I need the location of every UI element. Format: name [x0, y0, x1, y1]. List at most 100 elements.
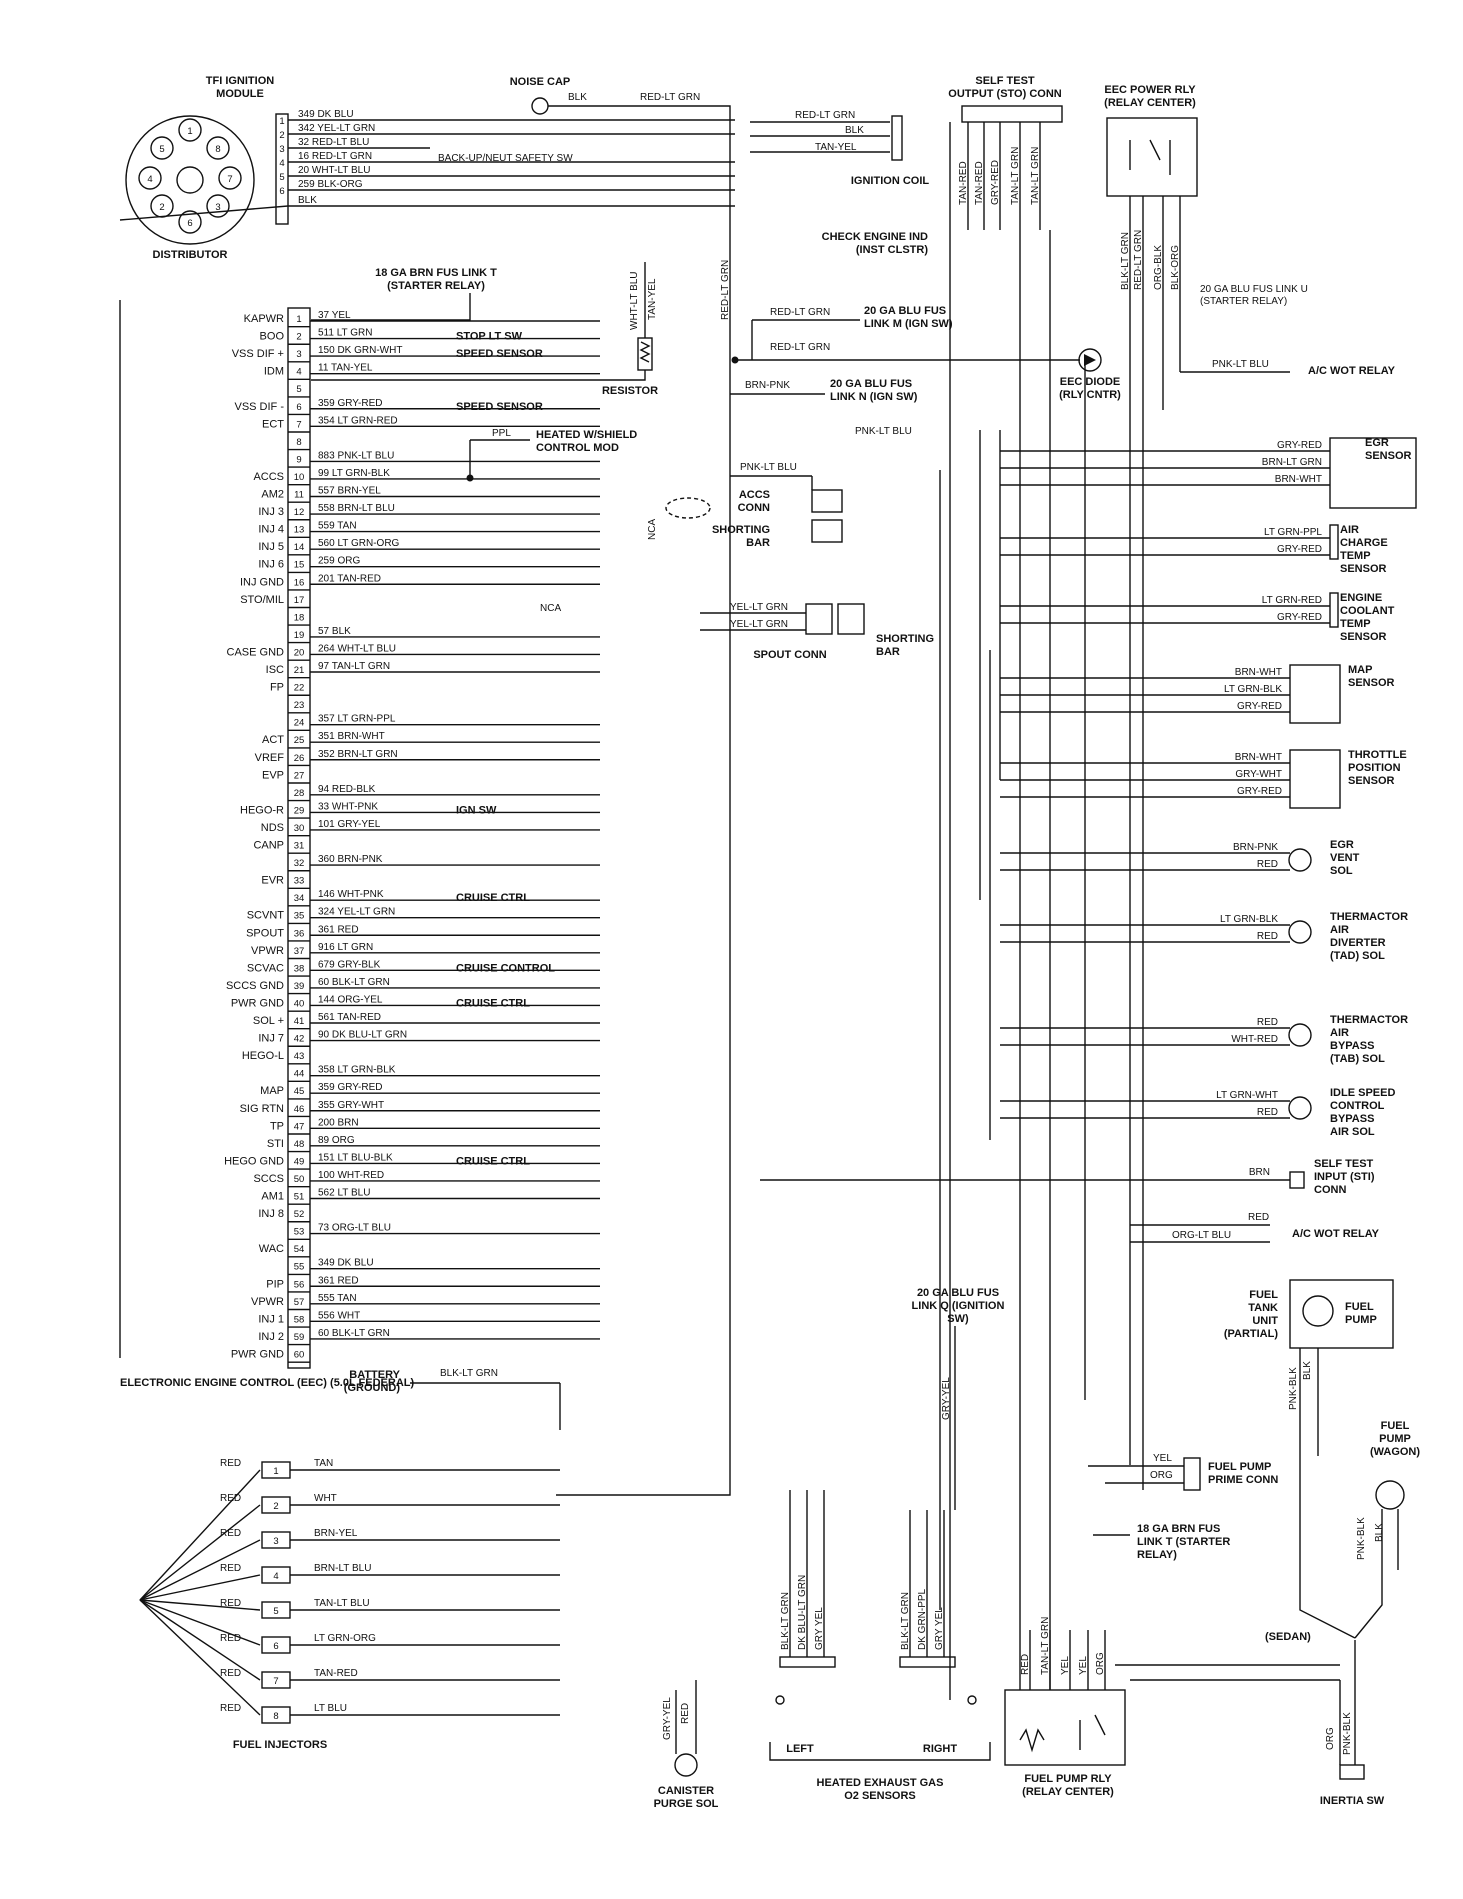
eec-pin-wire-label: 555 TAN: [318, 1293, 357, 1304]
eec-pin-number: 40: [294, 998, 305, 1009]
eec-pin-number: 27: [294, 770, 305, 781]
eec-pin-signal: INJ 4: [258, 524, 284, 536]
o2-right-element: [967, 1695, 977, 1705]
noise-cap: NOISE CAP BLK RED-LT GRN: [510, 76, 731, 480]
coolant-title: TEMP: [1340, 618, 1371, 630]
eec-relay-wire-label: RED-LT GRN: [1133, 230, 1144, 290]
air_charge-title: TEMP: [1340, 550, 1371, 562]
harness-trunk-lines: [556, 122, 1181, 1700]
eec-pin-number: 6: [296, 402, 301, 413]
fuel-fuse-link: 18 GA BRN FUS LINK T (STARTER RELAY): [1093, 1523, 1230, 1561]
coolant-title: ENGINE: [1340, 592, 1382, 604]
prime-wire-1: YEL: [1153, 1453, 1172, 1464]
eec-relay-contacts: [1129, 139, 1171, 175]
eec-pin-signal: SCVNT: [247, 910, 285, 922]
fuse-link-q: 20 GA BLU FUS LINK Q (IGNITION SW) GRY-Y…: [912, 1287, 1004, 1510]
eec-pin-signal: VSS DIF +: [232, 348, 284, 360]
backup-switch-label: BACK-UP/NEUT SAFETY SW: [438, 153, 573, 164]
fuel-tank-3: UNIT: [1252, 1315, 1278, 1327]
eec-pin-signal: HEGO-L: [242, 1050, 284, 1062]
o2-left-wire-label: BLK-LT GRN: [780, 1592, 791, 1650]
eec-pin-wire-label: 679 GRY-BLK: [318, 959, 381, 970]
ac-wot-relay-bottom: RED ORG-LT BLU A/C WOT RELAY: [1130, 1212, 1380, 1243]
isc-wire-label: LT GRN-WHT: [1216, 1090, 1278, 1101]
eec-pin-note: SPEED SENSOR: [456, 401, 543, 413]
eec-pin-note: CRUISE CTRL: [456, 997, 530, 1009]
injector-number: 5: [273, 1606, 278, 1617]
accs-label-2: CONN: [738, 502, 770, 514]
tad-wire-label: RED: [1257, 931, 1278, 942]
o2-right-wire-label: GRY YEL: [934, 1607, 945, 1650]
eec-relay-wire-label: ORG-BLK: [1153, 245, 1164, 290]
eec-pin-number: 22: [294, 683, 305, 694]
eec-pin-wire-label: 264 WHT-LT BLU: [318, 643, 396, 654]
tad-title: AIR: [1330, 924, 1349, 936]
eec-pin-wire-label: 561 TAN-RED: [318, 1012, 381, 1023]
heated-shield-wire: PPL: [492, 428, 511, 439]
eec-pin-signal: VSS DIF -: [234, 401, 284, 413]
distributor-pin-number: 5: [159, 144, 164, 155]
eec-pin-signal: VPWR: [251, 945, 284, 957]
eec-pin-number: 35: [294, 911, 305, 922]
eec-pin-number: 58: [294, 1314, 305, 1325]
check-engine-1: CHECK ENGINE IND: [822, 231, 928, 243]
noise-cap-wire-2: RED-LT GRN: [640, 92, 700, 103]
resistor-zigzag: [639, 341, 651, 363]
fuse-m-wire-path: [751, 319, 860, 360]
fuse-q-3: SW): [947, 1313, 969, 1325]
eec-pin-note: IGN SW: [456, 804, 497, 816]
accs-shorting-2: BAR: [746, 537, 770, 549]
eec-diode-arrow: [1084, 354, 1096, 366]
eec-pin-number: 11: [294, 490, 304, 501]
eec-pin-wire-label: 355 GRY-WHT: [318, 1100, 384, 1111]
tfi-pin-number: 4: [279, 158, 284, 169]
eec-pin-number: 47: [294, 1121, 305, 1132]
eec-pin-number: 12: [294, 507, 305, 518]
tfi-pin-number: 5: [279, 172, 284, 183]
eec-pin-signal: SCVAC: [247, 962, 284, 974]
eec-pin-number: 45: [294, 1086, 305, 1097]
tps-body: [1289, 749, 1341, 809]
tad-coil: [1288, 920, 1312, 944]
prime-conn-body: [1183, 1457, 1201, 1491]
eec-pin-number: 21: [294, 665, 305, 676]
tad-title: (TAD) SOL: [1330, 950, 1385, 962]
eec-pin-number: 2: [296, 332, 301, 343]
tfi-title-2: MODULE: [216, 88, 264, 100]
injector-number: 1: [273, 1466, 278, 1477]
prime-title-1: FUEL PUMP: [1208, 1461, 1271, 1473]
eec-pin-note: CRUISE CONTROL: [456, 962, 555, 974]
inertia-wire-2: PNK-BLK: [1342, 1712, 1353, 1755]
eec-pin-wire-label: 90 DK BLU-LT GRN: [318, 1030, 407, 1041]
injector-feed: [139, 1539, 261, 1601]
tad-title: THERMACTOR: [1330, 911, 1408, 923]
eec-pin-signal: INJ 6: [258, 559, 284, 571]
sti-title: INPUT (STI): [1314, 1171, 1375, 1183]
fuel-fuse-3: RELAY): [1137, 1549, 1177, 1561]
eec-pin-signal: SPOUT: [246, 927, 284, 939]
eec-pin-number: 36: [294, 928, 305, 939]
inertia-switch: ORG PNK-BLK INERTIA SW: [1115, 1640, 1385, 1807]
tfi-wire-label: 32 RED-LT BLU: [298, 137, 369, 148]
eec-pin-number: 57: [294, 1297, 305, 1308]
eec-pin-wire-label: 359 GRY-RED: [318, 398, 382, 409]
fuel-relay-wire-label: YEL: [1060, 1656, 1071, 1675]
coolant-wire-label: LT GRN-RED: [1262, 595, 1322, 606]
sto-wire-label: TAN-RED: [974, 161, 985, 205]
fuel-tank-wires-path: [1299, 1348, 1356, 1639]
eec-pin-number: 56: [294, 1279, 305, 1290]
eec-pin-wire-label: 57 BLK: [318, 626, 351, 637]
injector-number: 3: [273, 1536, 278, 1547]
eec-pin-wire-label: 94 RED-BLK: [318, 784, 376, 795]
eec-pin-wire-label: 89 ORG: [318, 1135, 355, 1146]
starter-fuse-wire: [311, 293, 471, 321]
eec-pin-number: 14: [294, 542, 305, 553]
eec-pin-wire-label: 556 WHT: [318, 1310, 360, 1321]
eec-pin-wire-label: 200 BRN: [318, 1117, 359, 1128]
fuel-tank-4: (PARTIAL): [1224, 1328, 1279, 1340]
sto-wire-label: TAN-LT GRN: [1010, 147, 1021, 205]
